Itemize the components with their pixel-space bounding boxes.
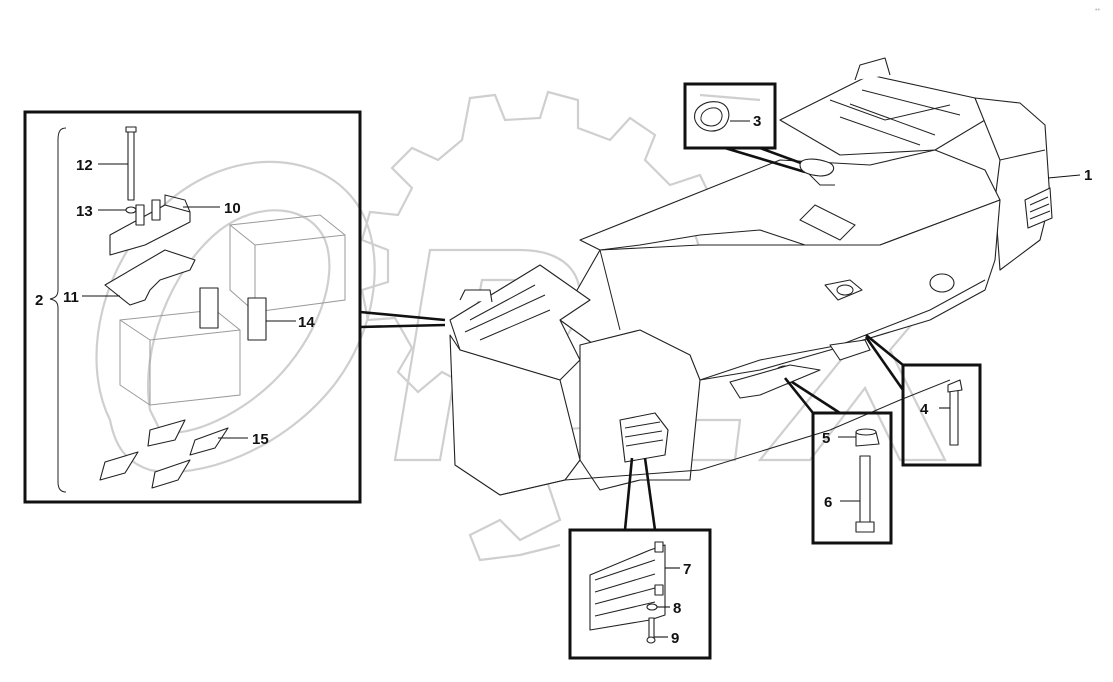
callout-7: 7 <box>683 561 691 578</box>
callout-12: 12 <box>76 157 93 174</box>
callout-11: 11 <box>63 289 79 306</box>
callout-9: 9 <box>671 630 679 647</box>
callout-13: 13 <box>76 203 93 220</box>
screw-9 <box>646 617 656 644</box>
callout-8: 8 <box>673 600 681 617</box>
washer-13 <box>125 206 137 214</box>
detail-frame-bolt <box>811 411 893 545</box>
callout-15: 15 <box>252 431 269 448</box>
connector-4 <box>865 333 904 367</box>
corner-mark: •• <box>1095 7 1100 14</box>
detail-frame-battery <box>23 110 362 504</box>
connector-5 <box>783 377 815 414</box>
leader-lines <box>82 120 1081 638</box>
washer-8 <box>646 603 658 611</box>
pads-14 <box>199 287 267 341</box>
bolt-12 <box>125 126 137 201</box>
callout-2: 2 <box>35 292 43 309</box>
bolt-6 <box>855 455 875 533</box>
connector-7 <box>623 457 634 531</box>
callout-6: 6 <box>824 494 832 511</box>
detail-frame-grommet <box>683 82 777 150</box>
nut-5 <box>855 428 880 447</box>
callout-10: 10 <box>224 200 241 217</box>
callout-1: 1 <box>1084 167 1092 184</box>
callout-5: 5 <box>822 430 830 447</box>
battery-group <box>119 214 346 406</box>
connector-2 <box>359 310 446 322</box>
grille-7 <box>589 541 666 631</box>
group-bracket <box>49 127 67 493</box>
detail-frame-grille <box>568 528 712 660</box>
connector-3 <box>724 146 806 174</box>
plate-11 <box>104 249 196 306</box>
counterweight-body <box>449 57 1053 496</box>
callout-14: 14 <box>298 314 315 331</box>
pads-15 <box>99 419 229 489</box>
bracket-10 <box>109 194 191 256</box>
detail-frame-pin <box>901 363 982 467</box>
pin-4 <box>947 379 963 446</box>
callout-3: 3 <box>753 113 761 130</box>
grommet-3 <box>694 101 730 132</box>
callout-4: 4 <box>920 401 929 418</box>
